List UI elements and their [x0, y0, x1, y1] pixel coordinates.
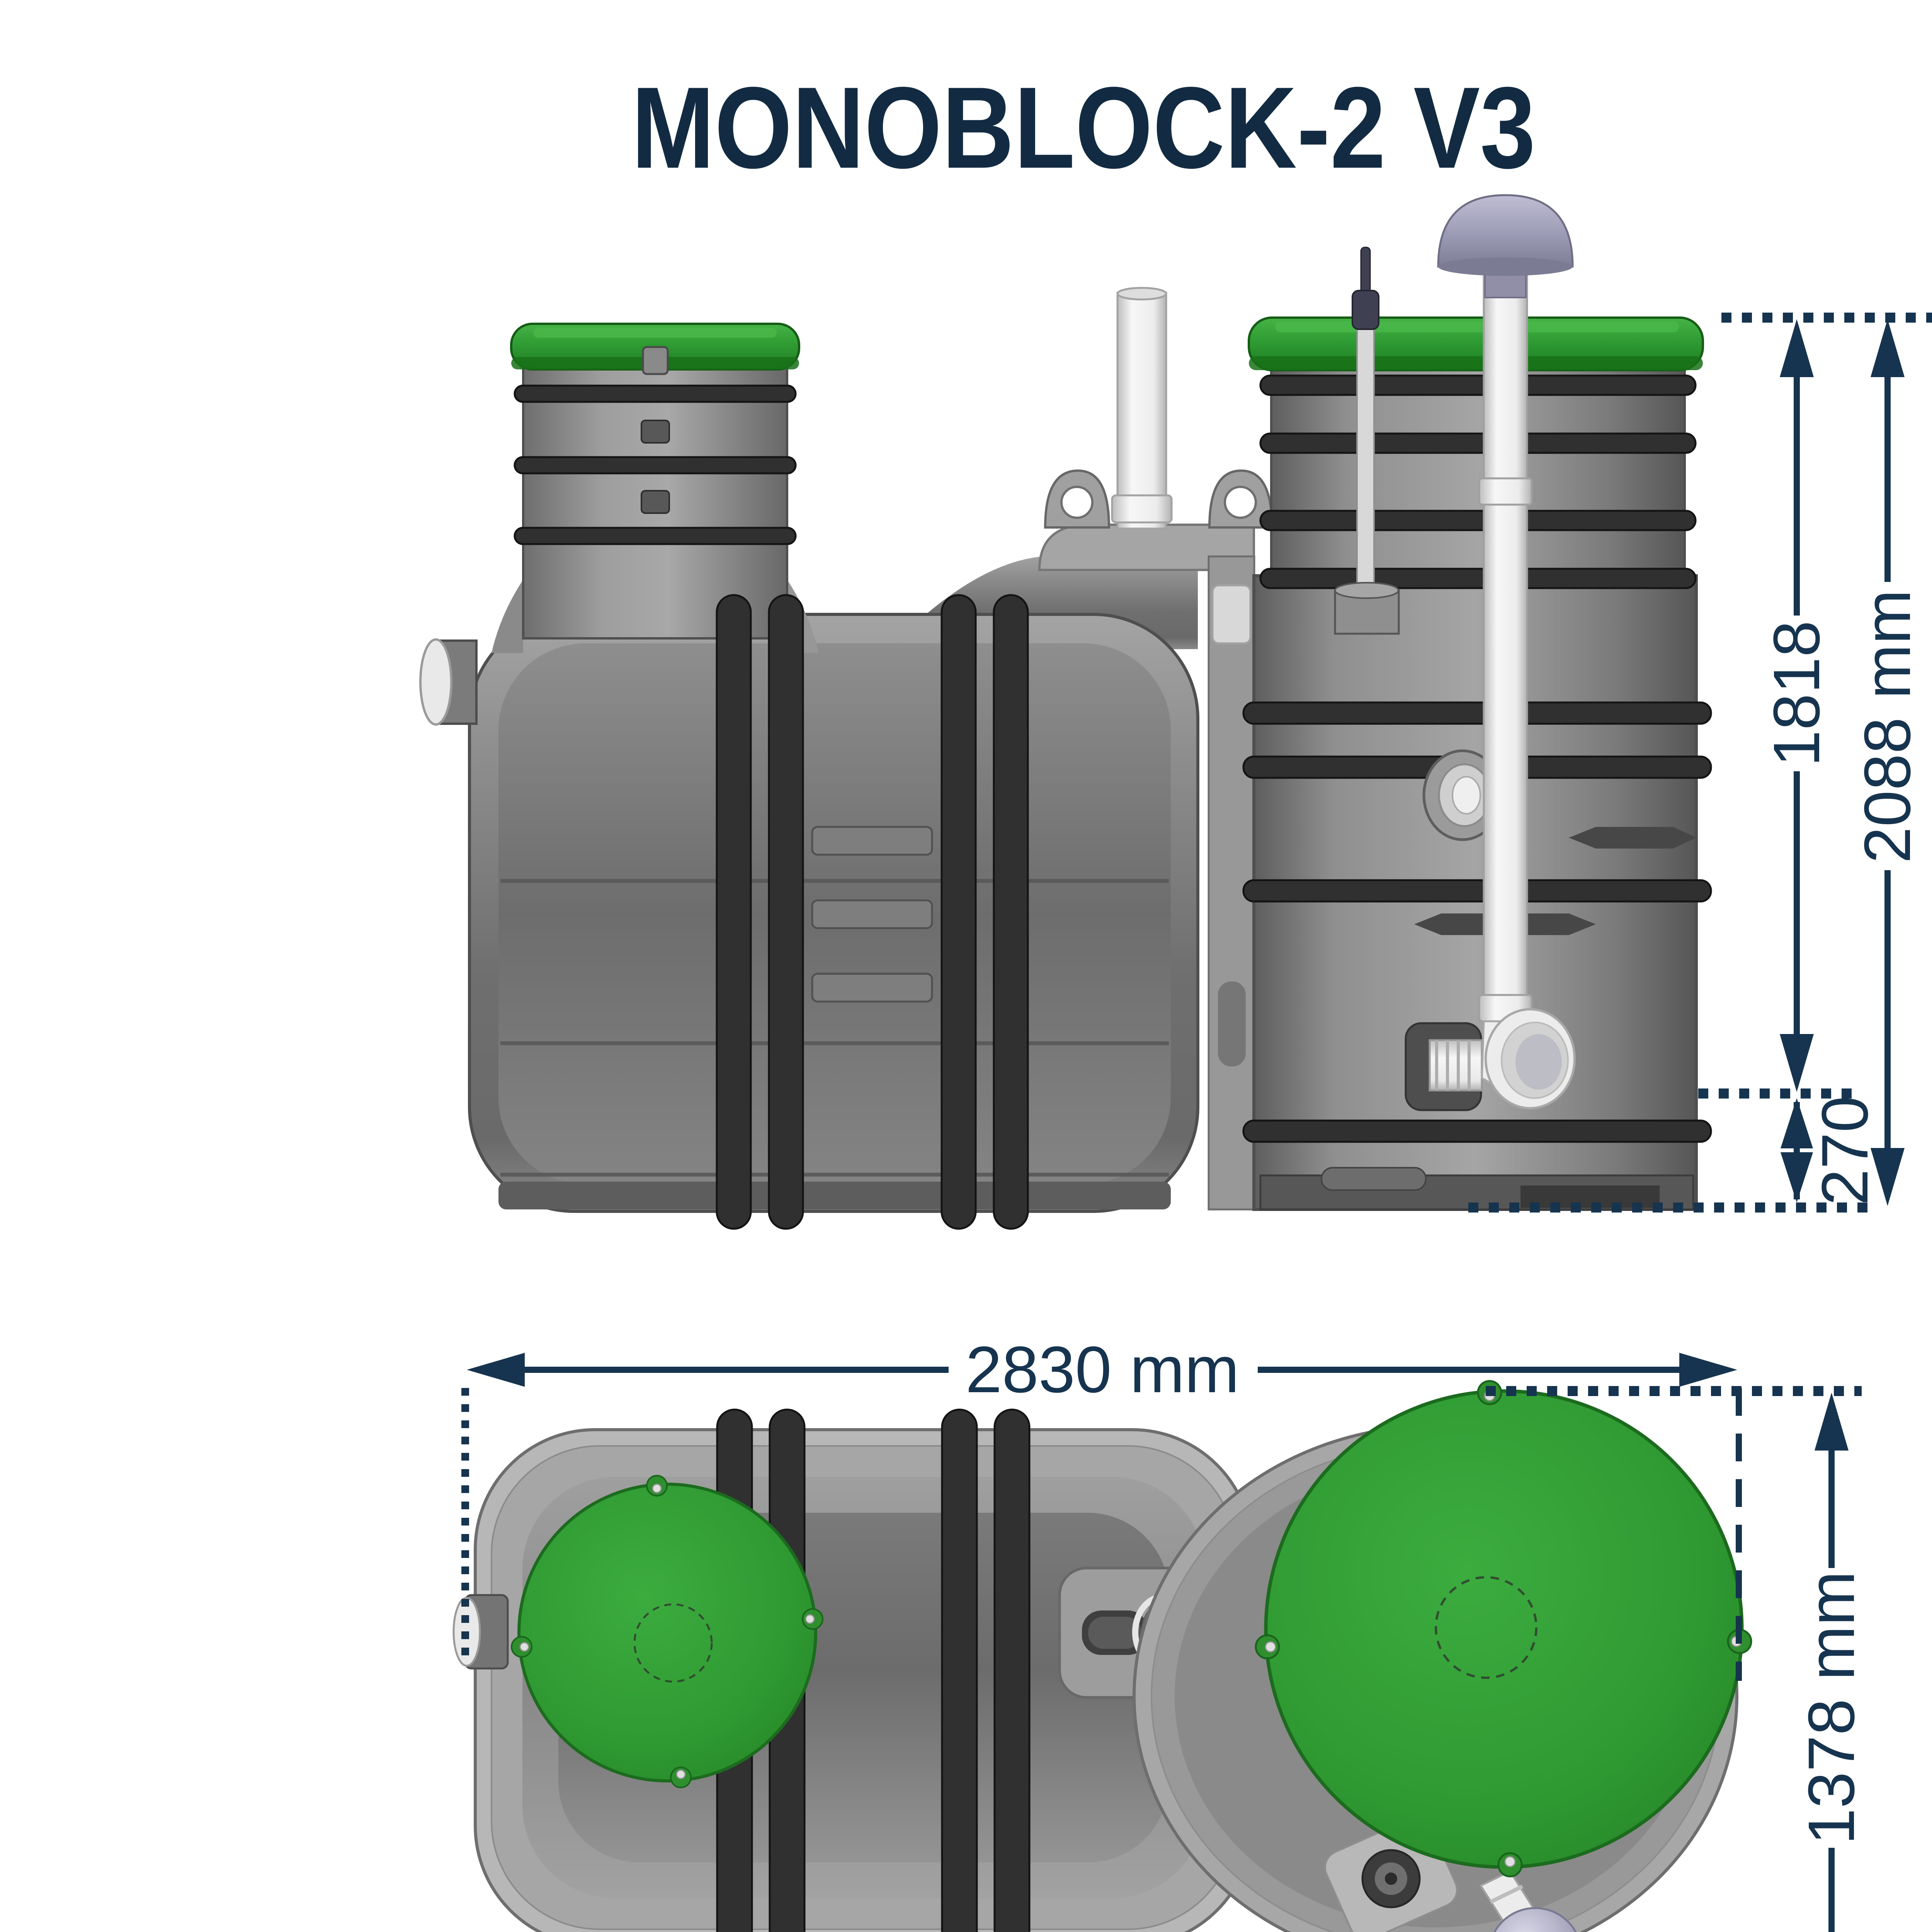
tank-ring: [1242, 1119, 1712, 1143]
lid-screw: [511, 1636, 532, 1658]
dim-1818-label: 1818: [1760, 621, 1833, 767]
neck-ring: [514, 384, 797, 403]
rib-band: [940, 594, 1029, 1230]
lifting-lug: [1208, 469, 1274, 529]
bioreactor-tank-side: [1242, 194, 1712, 1211]
neck-ring: [514, 456, 797, 474]
dim-1378-label: 1378 mm: [1795, 1571, 1868, 1845]
manhole-lid-right-side: [1248, 316, 1704, 371]
base-slot: [1321, 1167, 1427, 1191]
body-pad: [811, 899, 933, 929]
lid-screw: [1255, 1634, 1280, 1660]
dim-1378: 1378 mm: [1486, 1386, 1868, 1932]
dim-1818: 1818: [1760, 319, 1833, 1092]
body-pad: [811, 973, 933, 1003]
side-view: 1818 2088 mm 270: [419, 194, 1932, 1230]
outlet-gasket-stub: [1429, 1039, 1483, 1092]
outlet-elbow: [1405, 1008, 1576, 1111]
neck-ring: [514, 527, 797, 545]
bioreactor-tank-top: [1133, 1380, 1752, 1932]
tank-ring: [1242, 701, 1712, 725]
pretreatment-tank-side: [419, 323, 1199, 1230]
tank-ring: [1259, 374, 1697, 396]
vent-ball: [1493, 1907, 1577, 1932]
dim-2088: 2088 mm: [1851, 319, 1924, 1206]
lid-latch: [642, 346, 669, 375]
dim-2088-label: 2088 mm: [1851, 590, 1924, 864]
dim-2830-label: 2830 mm: [966, 1333, 1240, 1406]
level-sensor: [1334, 247, 1400, 635]
web-coupling: [1211, 584, 1252, 645]
groove-dart: [1569, 827, 1696, 849]
neck-clip: [641, 420, 670, 444]
neck-clip: [641, 490, 670, 514]
side-dimensions: 1818 2088 mm 270: [1468, 313, 1932, 1213]
inlet-port-ring: [1422, 749, 1503, 841]
neck-fillet-left: [492, 580, 523, 653]
top-dimensions: 2830 mm 1378 mm: [461, 1333, 1868, 1932]
tank-ring: [1259, 568, 1697, 589]
inlet-port-top: [452, 1594, 509, 1670]
lifting-lug: [1044, 469, 1111, 529]
lid-center-mark: [633, 1603, 713, 1683]
top-view: 2830 mm 1378 mm: [452, 1333, 1868, 1932]
rib-band-top: [941, 1408, 1031, 1932]
manhole-lid-left-side: [510, 323, 800, 375]
lid-center-mark: [1435, 1576, 1537, 1679]
rib-band: [716, 594, 804, 1230]
inlet-port-side: [419, 638, 478, 726]
product-title: MONOBLOCK-2 V3: [631, 63, 1536, 192]
dim-270: 270: [1781, 1096, 1882, 1206]
dim-2830: 2830 mm: [461, 1333, 1742, 1681]
tank-ring: [1259, 432, 1697, 454]
tank-ring: [1259, 510, 1697, 531]
lid-screw: [670, 1767, 692, 1788]
manhole-lid-left-top: [511, 1475, 823, 1788]
bridge-handle-inner: [1088, 1617, 1141, 1649]
web-slot: [1218, 981, 1246, 1066]
tank-ring: [1242, 879, 1712, 903]
lid-screw: [802, 1608, 823, 1630]
dim-270-label: 270: [1808, 1096, 1882, 1206]
body-pad: [811, 826, 933, 856]
vent-mushroom-cap: [1437, 194, 1574, 298]
vent-pipe-middle: [1111, 287, 1173, 530]
tank-skid: [498, 1182, 1171, 1209]
tank-upper-section: [1270, 365, 1686, 584]
lid-screw: [646, 1475, 668, 1497]
air-vent-pipe: [1478, 254, 1533, 1025]
lid-screw: [1497, 1852, 1523, 1878]
sensor-port-dot: [1385, 1872, 1397, 1885]
